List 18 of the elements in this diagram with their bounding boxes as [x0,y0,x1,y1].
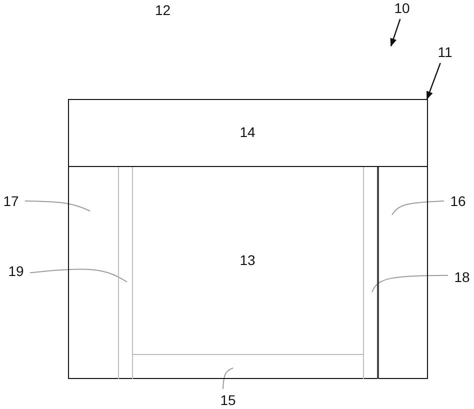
arrow [426,62,441,100]
leader-line [392,200,444,216]
reference-number: 10 [394,0,410,16]
arrow [390,18,401,47]
reference-number: 19 [8,263,24,279]
reference-number: 18 [454,269,470,285]
reference-number: 15 [220,392,236,408]
reference-number: 17 [3,193,19,209]
leader-line [24,200,90,212]
leader-line [372,274,448,292]
leader-line [30,268,128,282]
reference-number: 14 [240,124,256,140]
reference-number: 11 [438,44,452,60]
reference-number: 16 [450,193,466,209]
device-outline [68,99,428,379]
central-area: 13 [240,252,256,268]
reference-number: 12 [155,2,171,18]
leader-line [222,368,234,390]
